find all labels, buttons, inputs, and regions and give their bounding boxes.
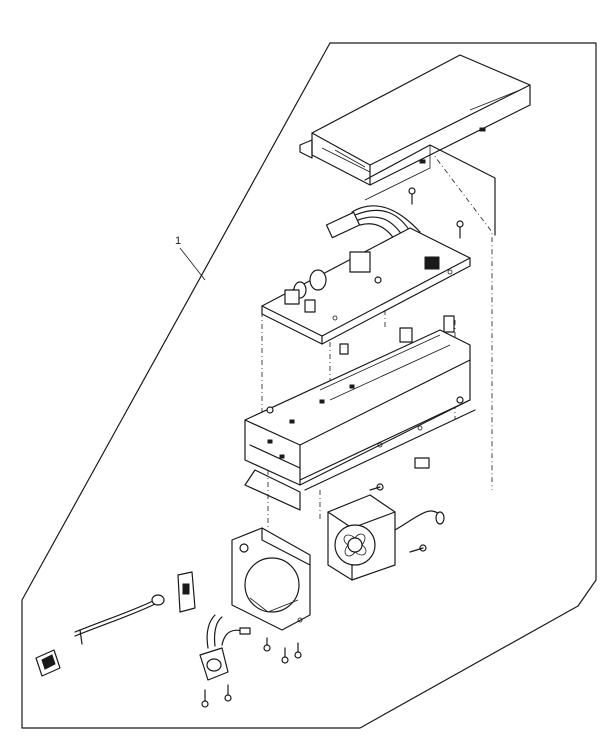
switch-plate xyxy=(177,571,196,613)
fan-bracket xyxy=(231,527,311,631)
mounting-rail xyxy=(299,399,476,491)
power-supply-board xyxy=(261,227,471,345)
top-cover xyxy=(299,54,531,186)
cooling-fan xyxy=(327,494,445,581)
callout-label-1: 1 xyxy=(175,235,181,247)
power-switch xyxy=(35,649,61,677)
callout-leader-1 xyxy=(179,247,206,281)
ac-inlet xyxy=(199,614,251,681)
rear-shield-plate xyxy=(364,144,496,236)
cable-assembly xyxy=(74,594,165,645)
assembly-boundary xyxy=(21,42,597,729)
chassis-frame xyxy=(244,329,471,511)
